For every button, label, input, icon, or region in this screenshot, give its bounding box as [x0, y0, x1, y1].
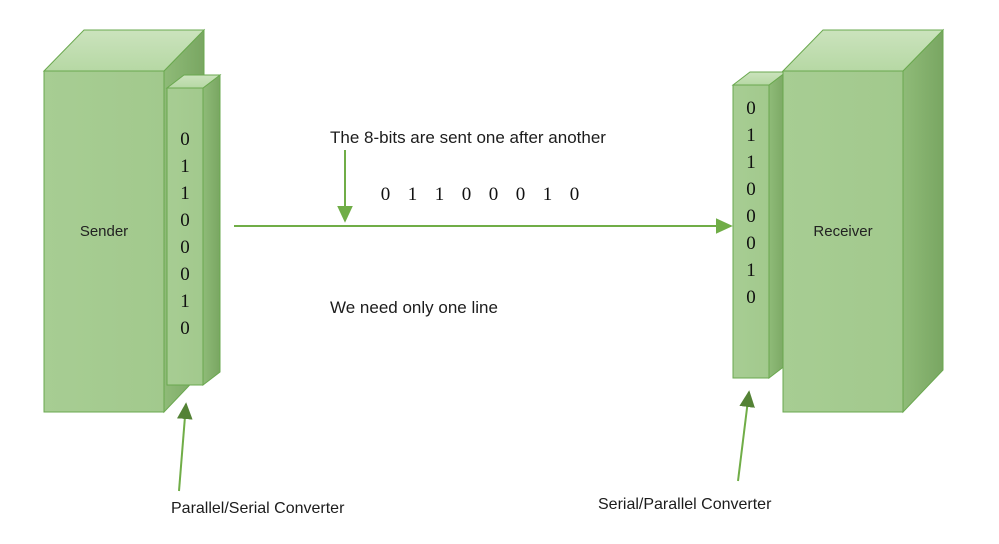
sender-bit: 1: [180, 291, 190, 312]
sender-bit: 0: [180, 264, 190, 285]
bits-sent-note: The 8-bits are sent one after another: [330, 128, 606, 147]
receiver-bit-column: 0 1 1 0 0 0 1 0: [733, 95, 769, 311]
one-line-note: We need only one line: [330, 298, 498, 317]
sender-converter-side: [202, 73, 221, 387]
receiver-bit: 1: [746, 260, 756, 281]
sender-bit-column: 0 1 1 0 0 0 1 0: [167, 126, 203, 342]
receiver-bit: 0: [746, 233, 756, 254]
receiver-converter-front: [732, 84, 770, 379]
receiver-box-3d: [781, 28, 945, 414]
receiver-box-side: [902, 28, 944, 414]
sender-bit: 0: [180, 237, 190, 258]
serial-parallel-converter-label: Serial/Parallel Converter: [598, 496, 772, 513]
sender-converter-box-3d: [165, 73, 222, 387]
parallel-serial-converter-label: Parallel/Serial Converter: [171, 500, 345, 517]
receiver-box-front: [782, 70, 904, 413]
serial-bit: 0: [380, 184, 391, 205]
sender-bit: 0: [180, 210, 190, 231]
serial-bit-stream: 0 1 1 0 0 0 1 0: [372, 184, 588, 206]
parallel-serial-callout-arrow: [177, 402, 193, 492]
serial-bit: 0: [569, 184, 580, 205]
receiver-bit: 0: [746, 98, 756, 119]
serial-parallel-callout-arrow: [737, 390, 755, 482]
sender-bit: 1: [180, 156, 190, 177]
serial-bit: 1: [434, 184, 445, 205]
receiver-converter-box-3d: [731, 70, 788, 380]
receiver-bit: 0: [746, 179, 756, 200]
receiver-label: Receiver: [813, 223, 873, 240]
receiver-bit: 0: [746, 206, 756, 227]
receiver-bit: 1: [746, 152, 756, 173]
sender-converter-front: [166, 87, 204, 386]
serial-bit: 0: [488, 184, 499, 205]
sender-bit: 1: [180, 183, 190, 204]
serial-bit: 0: [461, 184, 472, 205]
sender-label: Sender: [79, 223, 129, 240]
receiver-bit: 1: [746, 125, 756, 146]
sender-box-front: [43, 70, 165, 413]
sender-bit: 0: [180, 318, 190, 339]
sender-bit: 0: [180, 129, 190, 150]
serial-bit: 1: [407, 184, 418, 205]
receiver-bit: 0: [746, 287, 756, 308]
serial-bit: 1: [542, 184, 553, 205]
serial-bit: 0: [515, 184, 526, 205]
